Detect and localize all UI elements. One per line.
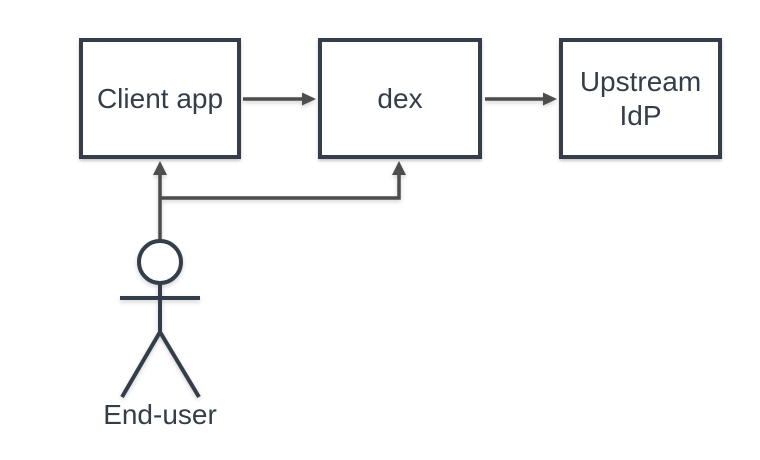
node-label-text: Upstream — [579, 65, 702, 97]
actor-end-user-label: End-user — [103, 399, 217, 430]
edge-client-app-to-dex — [243, 92, 316, 106]
node-client-app-label: Client app — [97, 82, 223, 116]
node-upstream-idp-label: Upstream IdP — [580, 65, 701, 133]
node-label-text: IdP — [619, 99, 662, 131]
edge-dex-to-upstream-idp — [485, 92, 557, 106]
edge-end-user-to-dex — [160, 161, 406, 200]
arrowhead-icon — [153, 161, 167, 175]
arrowhead-icon — [302, 92, 316, 106]
node-dex: dex — [318, 38, 482, 159]
actor-figure — [120, 239, 201, 399]
edge-end-user-to-client-app — [153, 161, 167, 240]
node-upstream-idp: Upstream IdP — [559, 38, 722, 159]
actor-legs — [120, 330, 201, 399]
node-label-text: dex — [377, 82, 423, 114]
actor-head — [137, 239, 183, 285]
arrowhead-icon — [543, 92, 557, 106]
arrowhead-icon — [392, 161, 406, 175]
node-dex-label: dex — [377, 82, 422, 116]
node-label-text: Client app — [96, 82, 224, 114]
node-client-app: Client app — [79, 38, 241, 159]
